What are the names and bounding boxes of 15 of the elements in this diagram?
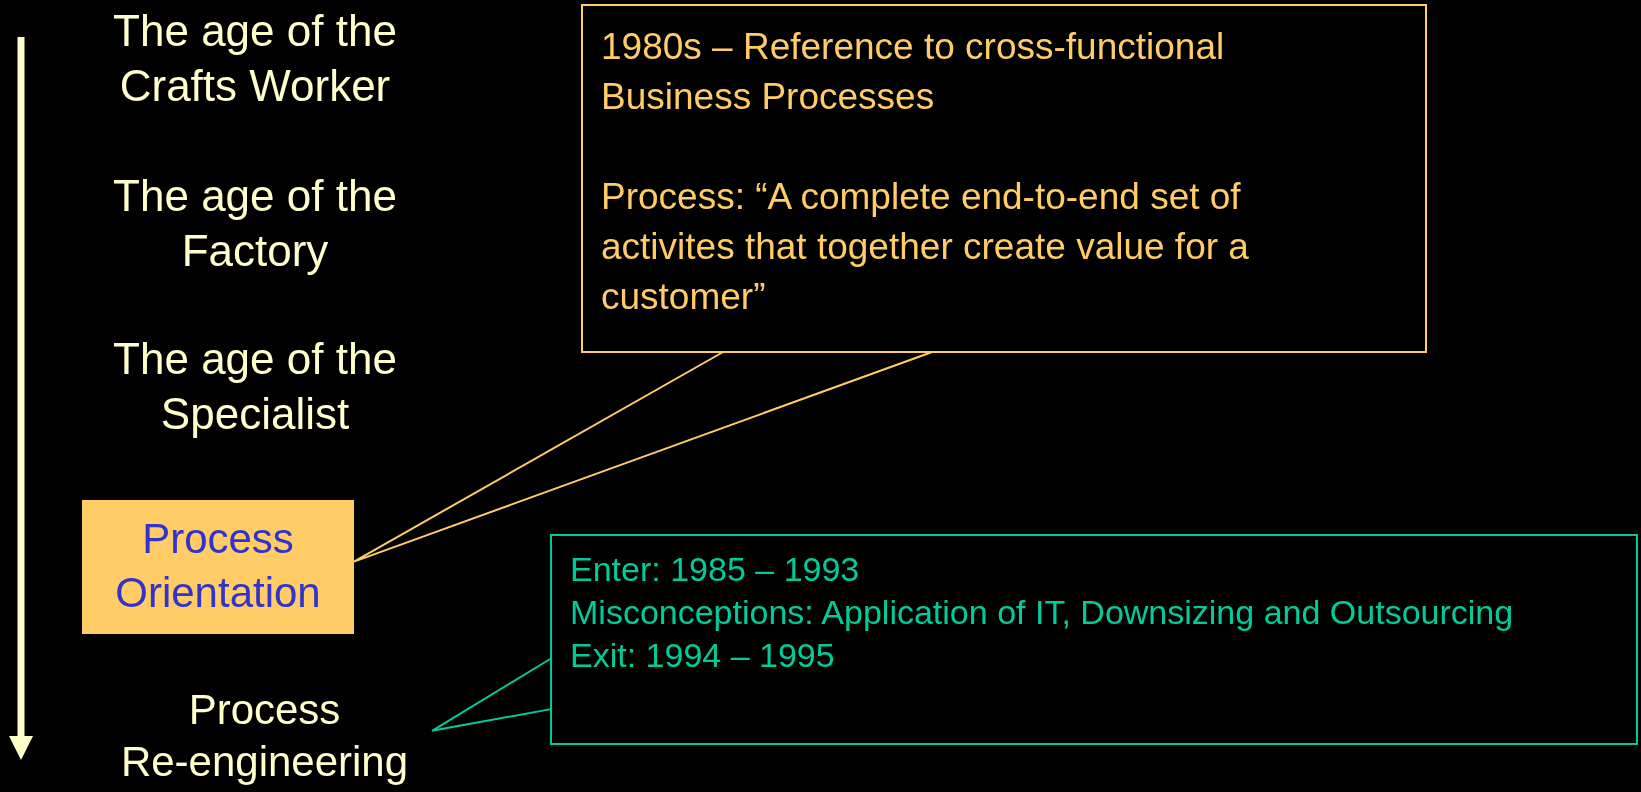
callout-box xyxy=(581,4,1427,353)
callout-box xyxy=(550,534,1638,745)
era-label: Process Re-engineering xyxy=(119,685,410,787)
era-label: The age of the Specialist xyxy=(112,333,398,440)
callout-pointer xyxy=(431,657,552,732)
callout-text: 1980s – Reference to cross-functional Business Processes xyxy=(601,25,1226,119)
callout-text: Enter: 1985 – 1993 xyxy=(570,549,861,590)
callout-text: Exit: 1994 – 1995 xyxy=(570,635,836,676)
box-label: Process Orientation xyxy=(114,514,322,618)
callout-text: Process: “A complete end-to-end set of activites that together create value for a customer” xyxy=(601,175,1250,319)
highlight-box xyxy=(82,500,354,634)
era-label: The age of the Factory xyxy=(112,170,398,277)
callout-text: Misconceptions: Application of IT, Downsizing and Outsourcing xyxy=(570,592,1515,633)
era-label: The age of the Crafts Worker xyxy=(112,5,398,112)
callout-pointer xyxy=(353,351,934,563)
